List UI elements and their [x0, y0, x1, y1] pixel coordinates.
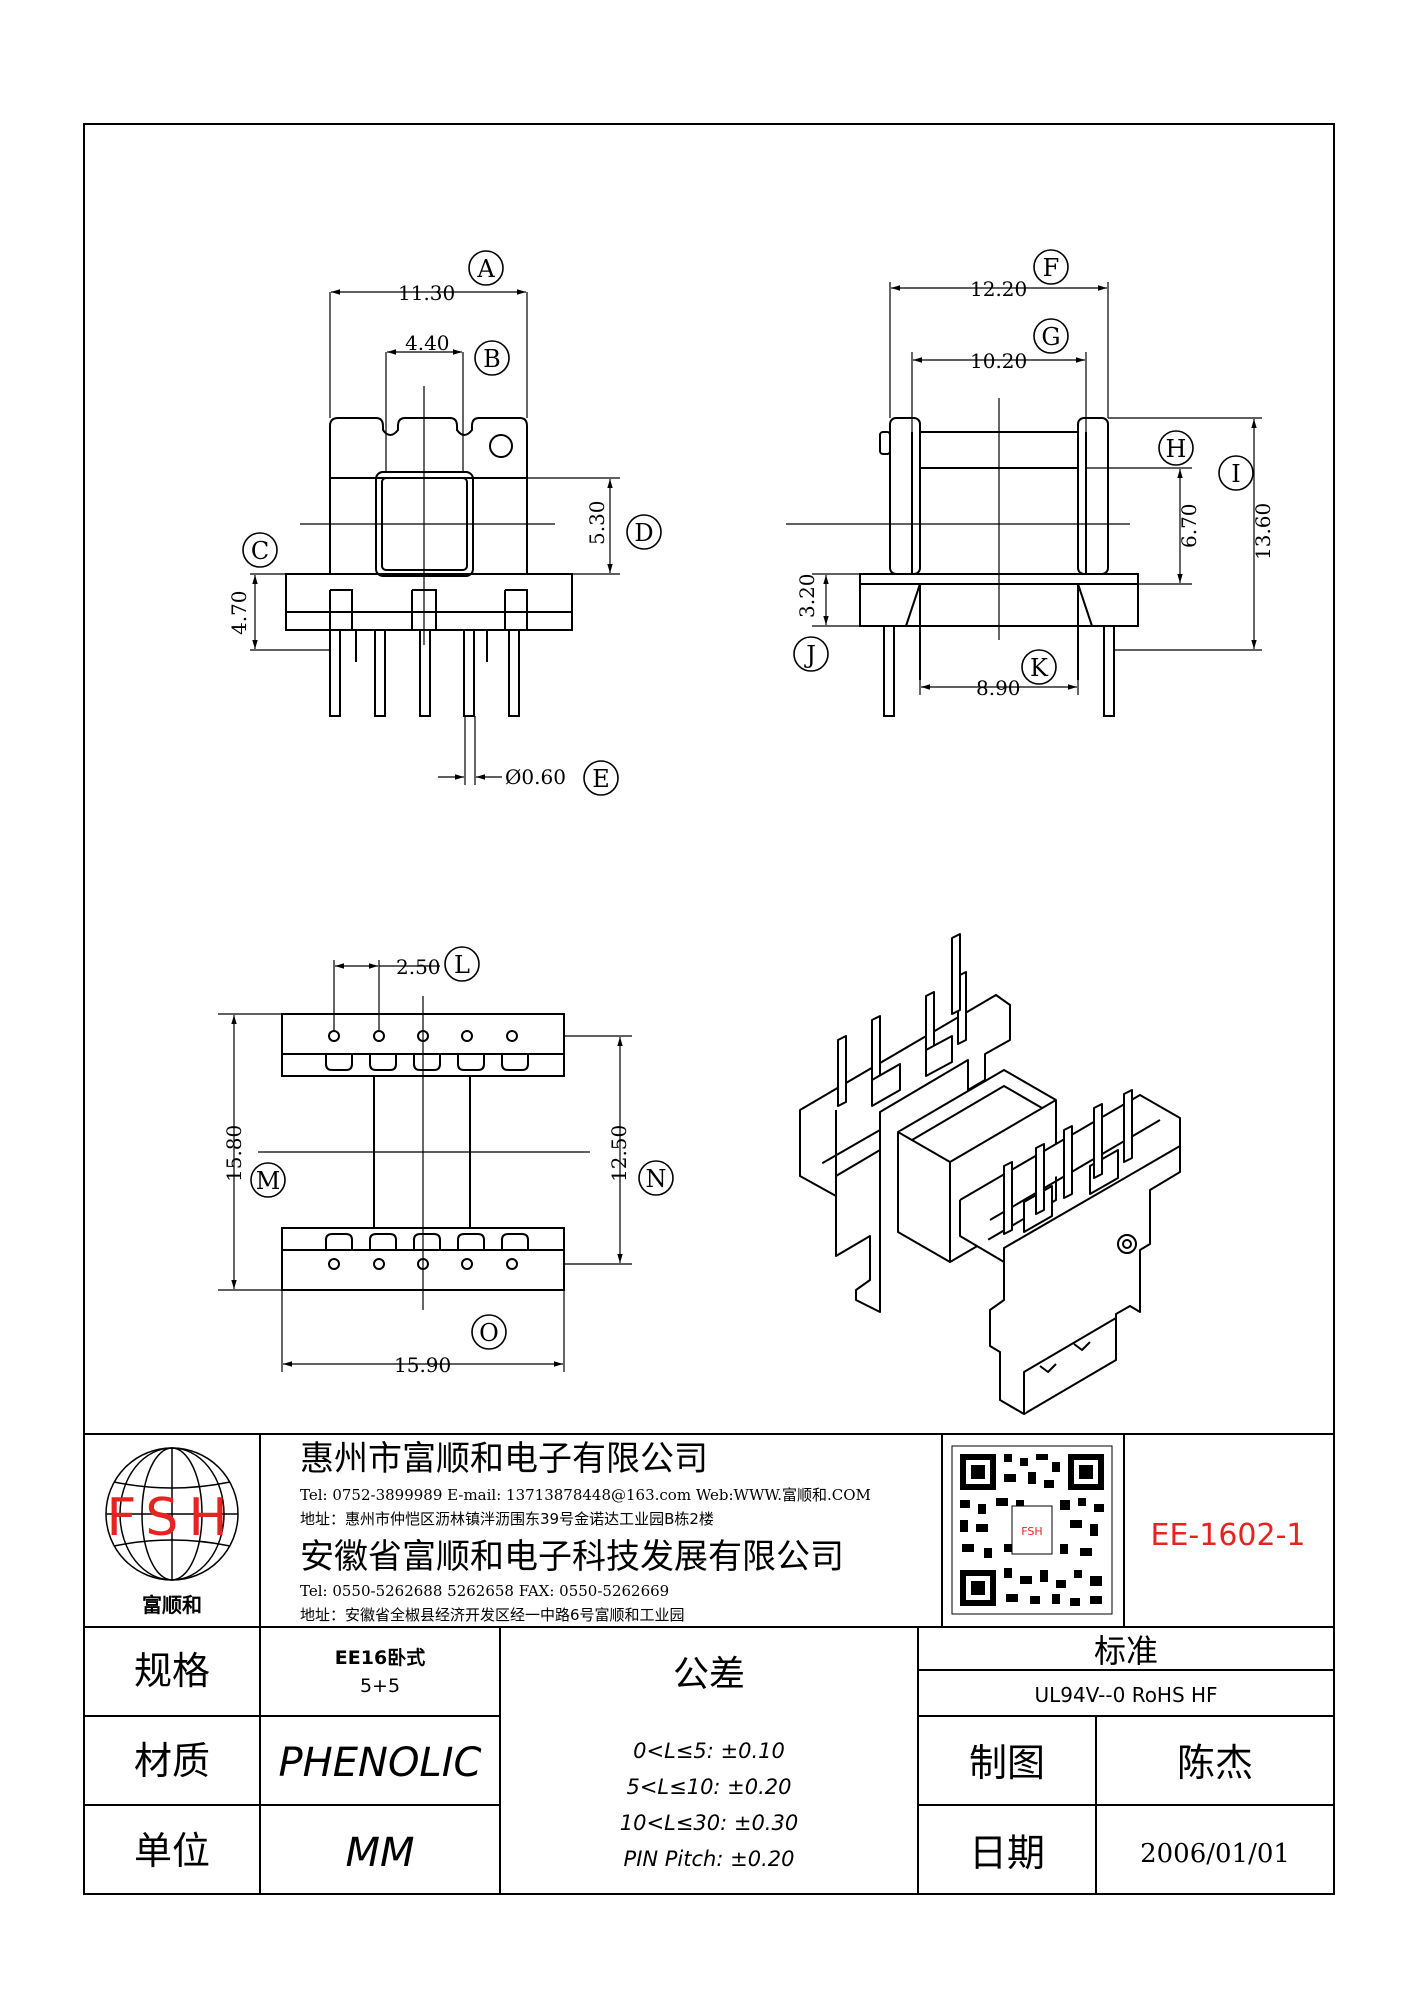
drawn-by-label: 制图 [969, 1741, 1045, 1785]
spec-value-type: EE16卧式 [335, 1646, 425, 1669]
dim-g-value: 10.20 [970, 349, 1027, 373]
dim-i-value: 13.60 [1251, 503, 1275, 560]
material-label: 材质 [134, 1739, 210, 1783]
unit-label: 单位 [134, 1829, 210, 1873]
front-view [285, 417, 573, 717]
part-number: EE-1602-1 [1151, 1518, 1306, 1553]
callout-g: G [1041, 323, 1060, 351]
company-address-anhui: 地址：安徽省全椒县经济开发区经一中路6号富顺和工业园 [300, 1606, 685, 1624]
dim-o-value: 15.90 [394, 1353, 451, 1377]
date-value: 2006/01/01 [1140, 1839, 1290, 1869]
callout-h: H [1166, 435, 1187, 463]
dim-k-value: 8.90 [976, 676, 1021, 700]
callout-o: O [479, 1319, 499, 1347]
callout-n: N [646, 1165, 667, 1193]
dim-e-value: Ø0.60 [505, 765, 566, 789]
callout-l: L [454, 951, 470, 979]
spec-value-pins: 5+5 [360, 1675, 400, 1697]
tolerance-label: 公差 [673, 1654, 745, 1695]
dim-n-value: 12.50 [607, 1125, 631, 1182]
dim-l-value: 2.50 [396, 955, 441, 979]
side-centerlines [786, 398, 1130, 640]
company-name-anhui: 安徽省富顺和电子科技发展有限公司 [300, 1537, 844, 1577]
dim-a-value: 11.30 [398, 281, 455, 305]
callout-e: E [592, 765, 610, 793]
drawing-frame [83, 123, 1335, 1895]
callout-f: F [1043, 254, 1060, 282]
tolerance-range-1: 0<L≤5: ±0.10 [633, 1739, 785, 1763]
callout-bubbles [242, 249, 1254, 1350]
globe-icon [105, 1447, 239, 1581]
tolerance-range-2: 5<L≤10: ±0.20 [626, 1775, 791, 1799]
standard-value: UL94V--0 RoHS HF [1034, 1683, 1217, 1707]
unit-value: MM [345, 1830, 414, 1876]
qr-center-mark: FSH [1021, 1525, 1042, 1538]
callout-k: K [1030, 654, 1049, 682]
spec-label: 规格 [134, 1649, 210, 1693]
drawn-by-value: 陈杰 [1177, 1741, 1253, 1785]
tolerance-range-3: 10<L≤30: ±0.30 [620, 1811, 798, 1835]
callout-i: I [1231, 460, 1240, 488]
callout-b: B [483, 345, 501, 373]
title-block-grid [84, 1433, 1334, 1894]
front-dimensions [250, 289, 620, 785]
front-centerlines [300, 386, 555, 645]
callout-c: C [251, 537, 269, 565]
tolerance-pin-pitch: PIN Pitch: ±0.20 [624, 1847, 795, 1871]
dim-j-value: 3.20 [795, 573, 819, 618]
company-address-huizhou: 地址：惠州市仲恺区沥林镇泮沥围东39号金诺达工业园B栋2楼 [300, 1510, 714, 1528]
logo-caption: 富顺和 [142, 1593, 202, 1617]
company-logo: FSH 富顺和 [105, 1447, 239, 1617]
bottom-dimensions [218, 960, 632, 1372]
dim-h-value: 6.70 [1177, 503, 1201, 548]
dim-f-value: 12.20 [970, 277, 1027, 301]
company-contact-anhui: Tel: 0550-5262688 5262658 FAX: 0550-5262… [300, 1582, 669, 1600]
dim-b-value: 4.40 [405, 331, 450, 355]
callout-m: M [256, 1167, 281, 1195]
dim-d-value: 5.30 [585, 500, 609, 545]
material-value: PHENOLIC [279, 1740, 482, 1786]
date-label: 日期 [969, 1831, 1045, 1875]
company-name-huizhou: 惠州市富顺和电子有限公司 [300, 1439, 708, 1479]
side-dimensions [812, 282, 1262, 695]
callout-d: D [634, 519, 653, 547]
dim-m-value: 15.80 [222, 1125, 246, 1182]
isometric-view [799, 933, 1181, 1415]
bottom-centerlines [258, 996, 590, 1310]
callout-j: J [803, 641, 816, 669]
qr-code-icon: FSH [951, 1445, 1113, 1615]
company-contact-huizhou: Tel: 0752-3899989 E-mail: 13713878448@16… [300, 1486, 871, 1504]
callout-a: A [476, 255, 495, 283]
dim-c-value: 4.70 [227, 590, 251, 635]
logo-text: FSH [106, 1488, 237, 1548]
standard-label: 标准 [1094, 1632, 1158, 1670]
